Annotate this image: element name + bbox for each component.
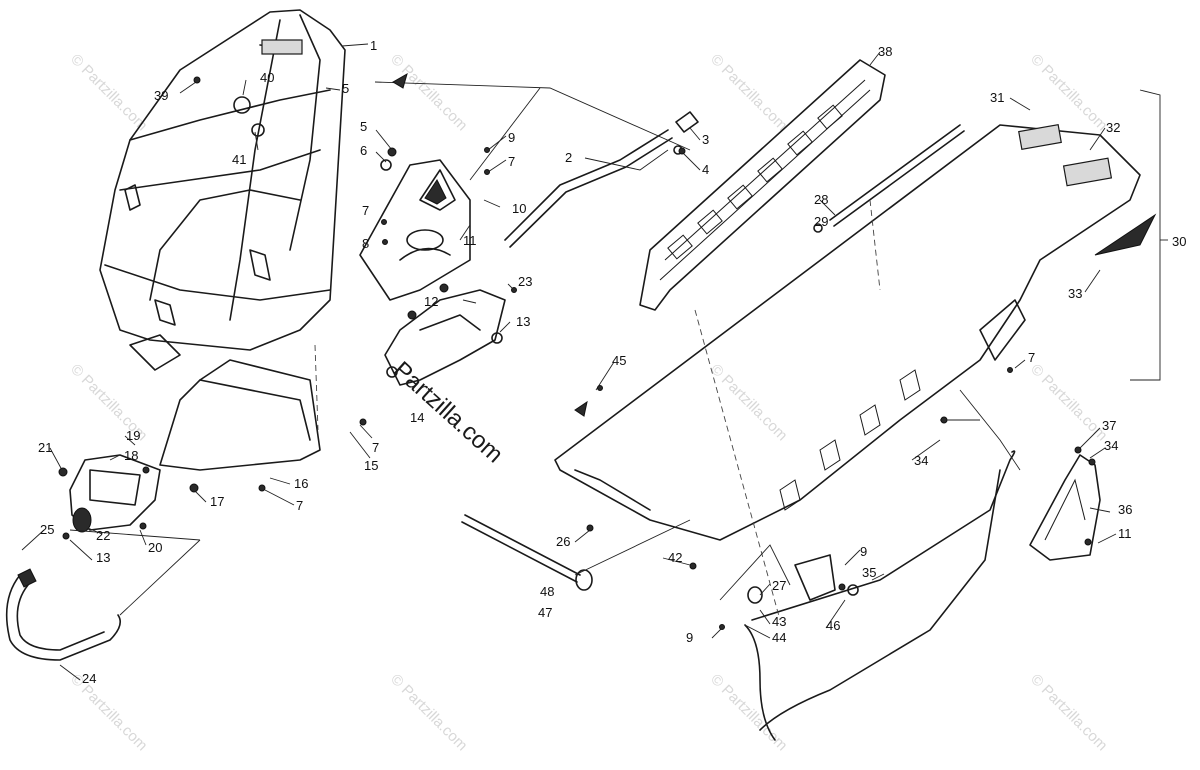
callout-7: 7 <box>508 154 515 169</box>
callout-20: 20 <box>148 540 162 555</box>
callout-31: 31 <box>990 90 1004 105</box>
callout-9: 9 <box>686 630 693 645</box>
callout-9: 9 <box>860 544 867 559</box>
callout-11: 11 <box>463 233 477 248</box>
callout-8: 8 <box>362 236 369 251</box>
center-bracket <box>384 289 506 386</box>
callout-3: 3 <box>702 132 709 147</box>
callout-26: 26 <box>556 534 570 549</box>
main-frame <box>99 9 346 371</box>
callout-19: 19 <box>126 428 140 443</box>
callout-44: 44 <box>772 630 786 645</box>
steering-gusset <box>359 159 471 301</box>
watermark: © Partzilla.com <box>1027 51 1110 134</box>
callout-39: 39 <box>154 88 168 103</box>
lower-floor-panel <box>159 359 321 471</box>
callout-32: 32 <box>1106 120 1120 135</box>
center-watermark: Partzilla.com <box>388 356 508 468</box>
callout-36: 36 <box>1118 502 1132 517</box>
callout-10: 10 <box>512 201 526 216</box>
callout-7: 7 <box>1028 350 1035 365</box>
callout-11: 11 <box>1118 526 1132 541</box>
callout-7: 7 <box>296 498 303 513</box>
callout-12: 12 <box>424 294 438 309</box>
callout-5: 5 <box>360 119 367 134</box>
callout-34: 34 <box>1104 438 1118 453</box>
callout-7: 7 <box>362 203 369 218</box>
watermark: © Partzilla.com <box>707 361 790 444</box>
callout-24: 24 <box>82 671 96 686</box>
callout-43: 43 <box>772 614 786 629</box>
callout-6: 6 <box>360 143 367 158</box>
direction-arrows <box>392 72 588 417</box>
callout-17: 17 <box>210 494 224 509</box>
callout-23: 23 <box>518 274 532 289</box>
watermark: © Partzilla.com <box>67 671 150 754</box>
watermark: © Partzilla.com <box>707 51 790 134</box>
callout-42: 42 <box>668 550 682 565</box>
callout-48: 48 <box>540 584 554 599</box>
callout-14: 14 <box>410 410 424 425</box>
reference-lines <box>69 81 1168 621</box>
callout-33: 33 <box>1068 286 1082 301</box>
callout-47: 47 <box>538 605 552 620</box>
callout-16: 16 <box>294 476 308 491</box>
watermark: © Partzilla.com <box>387 671 470 754</box>
watermark: © Partzilla.com <box>387 51 470 134</box>
callout-15: 15 <box>364 458 378 473</box>
callout-2: 2 <box>565 150 572 165</box>
steering-shaft <box>504 111 699 248</box>
callout-13: 13 <box>516 314 530 329</box>
callout-22: 22 <box>96 528 110 543</box>
callout-29: 29 <box>814 214 828 229</box>
callout-30: 30 <box>1172 234 1186 249</box>
callout-25: 25 <box>40 522 54 537</box>
tunnel-assembly <box>554 123 1157 541</box>
callout-28: 28 <box>814 192 828 207</box>
callout-41: 41 <box>232 152 246 167</box>
footrest-bracket <box>69 454 161 533</box>
callout-34: 34 <box>914 453 928 468</box>
callout-7: 7 <box>372 440 379 455</box>
callout-38: 38 <box>878 44 892 59</box>
callout-4: 4 <box>702 162 709 177</box>
tunnel-side-bracket <box>1029 454 1101 561</box>
callout-27: 27 <box>772 578 786 593</box>
running-board <box>639 59 886 311</box>
callout-45: 45 <box>612 353 626 368</box>
fasteners <box>58 76 1096 630</box>
watermark: © Partzilla.com <box>1027 671 1110 754</box>
rear-rail <box>744 450 1016 741</box>
cross-tube <box>461 514 593 591</box>
watermark-layer: © Partzilla.com © Partzilla.com © Partzi… <box>67 51 1110 754</box>
callout-labels: 1 2 3 4 5 5 6 7 7 7 7 7 8 9 9 9 10 11 11… <box>38 38 1186 686</box>
callout-18: 18 <box>124 448 138 463</box>
watermark: © Partzilla.com <box>67 51 150 134</box>
callout-46: 46 <box>826 618 840 633</box>
tunnel-rod <box>813 124 965 233</box>
callout-40: 40 <box>260 70 274 85</box>
callout-13: 13 <box>96 550 110 565</box>
callout-35: 35 <box>862 565 876 580</box>
callout-9: 9 <box>508 130 515 145</box>
callout-21: 21 <box>38 440 52 455</box>
callout-5: 5 <box>342 81 349 96</box>
rear-hitch-bracket <box>747 554 859 604</box>
callout-1: 1 <box>370 38 377 53</box>
callout-37: 37 <box>1102 418 1116 433</box>
watermark: © Partzilla.com <box>707 671 790 754</box>
watermark: © Partzilla.com <box>1027 361 1110 444</box>
front-bumper <box>5 568 121 661</box>
